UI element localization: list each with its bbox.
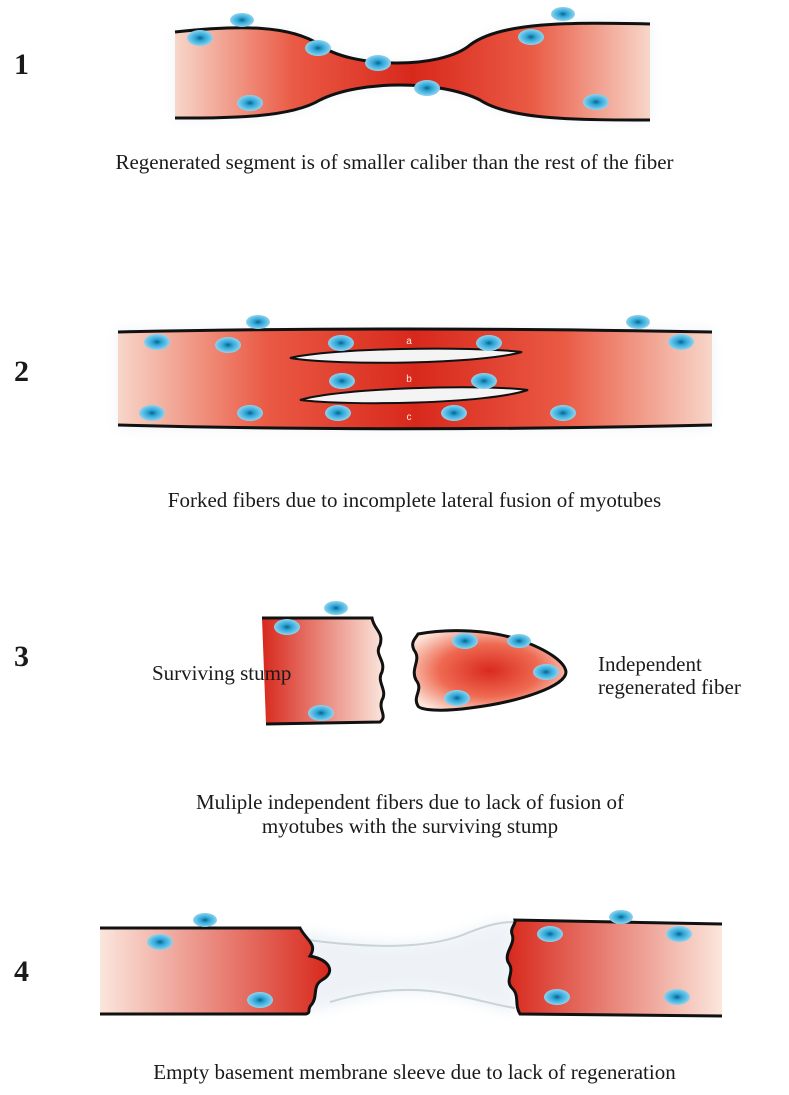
branch-label-c: c xyxy=(407,412,412,423)
independent-fiber-label: Independent regenerated fiber xyxy=(598,653,789,699)
independent-fiber-label-line1: Independent xyxy=(598,653,789,676)
independent-fiber-label-line2: regenerated fiber xyxy=(598,676,789,699)
panel-1-caption: Regenerated segment is of smaller calibe… xyxy=(0,150,789,174)
panel-3-caption: Muliple independent fibers due to lack o… xyxy=(100,790,720,838)
panel-4-caption: Empty basement membrane sleeve due to la… xyxy=(40,1060,789,1084)
panel-2-caption: Forked fibers due to incomplete lateral … xyxy=(40,488,789,512)
panel-4-left-stump xyxy=(100,928,330,1014)
branch-label-a: a xyxy=(406,336,412,347)
panel-4-sleeve xyxy=(300,920,515,1012)
panel-2-number: 2 xyxy=(14,355,29,389)
panel-1-number: 1 xyxy=(14,48,29,82)
panel-4-number: 4 xyxy=(14,955,29,989)
panel-3-caption-line2: myotubes with the surviving stump xyxy=(100,814,720,838)
panel-3-number: 3 xyxy=(14,640,29,674)
branch-label-b: b xyxy=(406,374,412,385)
panel-2-fiber xyxy=(118,329,712,429)
surviving-stump-label: Surviving stump xyxy=(152,662,291,685)
panel-3-caption-line1: Muliple independent fibers due to lack o… xyxy=(100,790,720,814)
